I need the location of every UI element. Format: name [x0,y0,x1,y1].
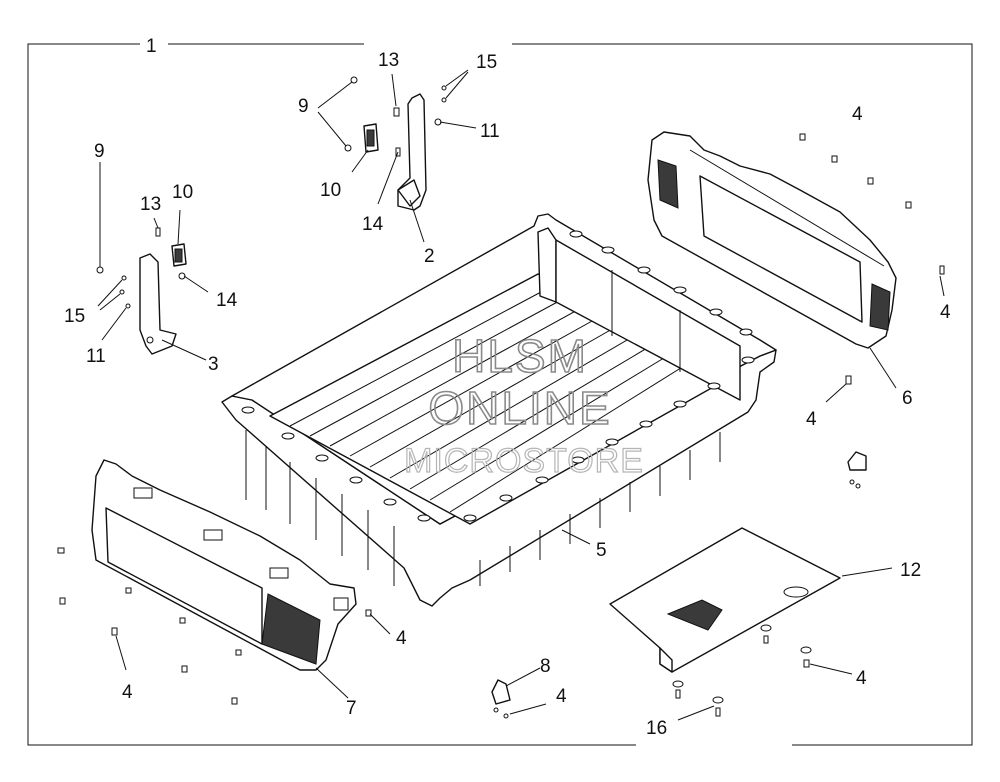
callout-14-left: 14 [216,290,238,311]
watermark-line-1: HLSM [452,330,588,382]
watermark: HLSM ONLINE MICROSTORE [403,329,644,480]
fasteners [57,76,945,719]
callout-4-top-right: 4 [852,104,863,125]
callout-1: 1 [146,36,157,57]
leader-lines [97,69,945,721]
clip-left [171,243,187,267]
callout-6: 6 [902,388,913,409]
callout-4-tailgate: 4 [396,628,407,649]
callout-4-right: 4 [940,302,951,323]
callout-3: 3 [208,354,219,375]
callout-2: 2 [424,246,435,267]
skid-plate [609,527,841,673]
rim-holes [241,230,755,522]
callout-4-latch: 4 [556,686,567,707]
rod-left [96,172,104,274]
front-panel [647,131,897,349]
callout-4-skid: 4 [856,668,867,689]
tailgate-hinges [133,487,289,579]
callout-9-upper: 9 [298,96,309,117]
callout-10-left: 10 [172,182,193,203]
watermark-line-3: MICROSTORE [404,442,644,480]
box-skirt [245,430,721,586]
callout-4-left: 4 [122,682,133,703]
diagram-frame [27,43,973,746]
bracket-upper [397,93,427,211]
callout-7: 7 [346,698,357,719]
watermark-line-2: ONLINE [428,382,611,434]
callout-5: 5 [596,540,607,561]
callout-10-upper: 10 [320,180,341,201]
callout-12: 12 [900,560,921,581]
tailgate-panel [91,459,357,671]
latch-part [491,679,511,705]
cargo-box [221,213,777,607]
latch-small [847,451,867,471]
callout-13-left: 13 [140,194,161,215]
callout-15-upper: 15 [476,52,497,73]
callout-14-upper: 14 [362,214,384,235]
floor-ribs [289,283,701,513]
callout-4-mid-right: 4 [806,409,817,430]
callout-15-left: 15 [64,306,85,327]
clip-upper [363,123,379,153]
bracket-left [139,253,177,355]
callouts: 1 13 15 9 11 9 10 10 13 14 2 14 15 11 3 … [64,36,951,739]
callout-9-left: 9 [94,141,105,162]
callout-16: 16 [646,718,667,739]
callout-11-left: 11 [86,346,106,367]
callout-11-upper: 11 [480,121,500,142]
callout-13-upper: 13 [378,50,399,71]
callout-8: 8 [540,656,551,677]
